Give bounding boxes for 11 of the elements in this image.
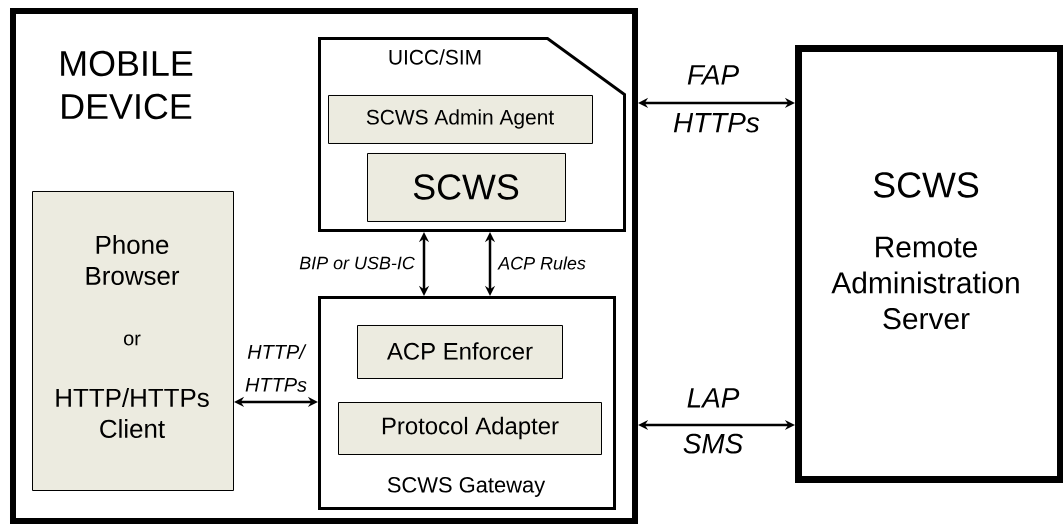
server-box: SCWS Remote Administration Server <box>795 45 1063 483</box>
component-box: ACP Enforcer <box>357 325 563 379</box>
edge-label: HTTP/ HTTPs <box>245 344 307 392</box>
client-box: Phone Browser or HTTP/HTTPs Client <box>32 191 234 491</box>
component-box: SCWS Admin Agent <box>328 95 593 144</box>
component-box: Protocol Adapter <box>338 402 602 455</box>
edge-label: LAP SMS <box>683 388 743 454</box>
component-box: SCWS <box>367 153 566 222</box>
edge-label: ACP Rules <box>497 256 586 270</box>
edge-label: FAP HTTPs <box>673 65 760 133</box>
edge-label: BIP or USB-IC <box>299 256 415 270</box>
